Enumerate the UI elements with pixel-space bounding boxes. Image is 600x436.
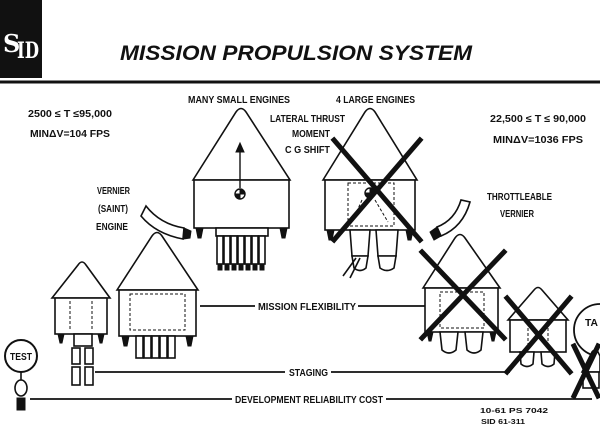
spacecraft-many-small-engines (191, 107, 292, 271)
nose-cone (506, 286, 570, 321)
engine-nozzle (121, 335, 130, 347)
engine-bell (377, 255, 397, 272)
engine-nozzle (195, 227, 204, 239)
label-engine: ENGINE (96, 222, 128, 233)
label-many-small-engines: MANY SMALL ENGINES (188, 95, 290, 106)
service-module (193, 179, 290, 229)
engine-nozzle (489, 331, 497, 342)
spacecraft-small-1 (50, 261, 112, 386)
large-engine (439, 331, 459, 354)
test-marker: TEST (4, 339, 38, 411)
logo-letter-s: S (3, 29, 20, 58)
engine-nozzle (182, 227, 192, 240)
service-module (118, 289, 197, 337)
large-engine (540, 351, 556, 368)
cut-off-label: TA (585, 318, 598, 329)
cut-off-item: TA (570, 303, 600, 400)
label-moment: MOMENT (292, 129, 330, 140)
throttleable-vernier (429, 199, 471, 241)
engine-nozzle (97, 333, 105, 344)
right-min-delta-v: MINΔV=1036 FPS (493, 135, 583, 146)
scale-label-mission-flexibility: MISSION FLEXIBILITY (258, 302, 356, 313)
company-logo: S ID (0, 0, 42, 78)
nose-cone (321, 107, 419, 181)
nose-cone (191, 107, 292, 181)
scale-label-development-reliability-cost: DEVELOPMENT RELIABILITY COST (235, 395, 383, 406)
page-title: MISSION PROPULSION SYSTEM (120, 42, 473, 65)
arrow-head-icon (235, 141, 245, 153)
label-vernier: VERNIER (97, 186, 131, 197)
test-stand-icon (14, 379, 28, 397)
spacecraft-four-large-engines (321, 107, 424, 279)
sheet-id: SID 61-311 (481, 417, 525, 426)
label-large-engines: 4 LARGE ENGINES (336, 95, 415, 106)
engine-nozzle (429, 226, 442, 241)
scale-mission-flexibility: MISSION FLEXIBILITY (200, 302, 425, 313)
nose-cone (421, 233, 502, 289)
engine-cluster (135, 335, 176, 359)
scale-label-staging: STAGING (289, 368, 328, 379)
engine-cluster (215, 227, 269, 271)
engine-nozzle (185, 335, 194, 347)
right-thrust-range: 22,500 ≤ T ≤ 90,000 (490, 114, 586, 125)
large-engine (464, 331, 484, 354)
label-cg-shift: C G SHIFT (285, 145, 330, 156)
test-label: TEST (10, 352, 32, 363)
spacecraft-5 (418, 233, 508, 354)
left-thrust-range: 2500 ≤ T ≤95,000 (28, 109, 112, 120)
label-throttleable: THROTTLEABLE (487, 192, 552, 203)
left-min-delta-v: MINΔV=104 FPS (30, 129, 110, 140)
label-throttleable-vernier: VERNIER (500, 209, 535, 220)
lateral-thrust-arrow (342, 257, 357, 277)
engine-nozzle (57, 333, 65, 344)
large-engine (349, 229, 371, 257)
engine-nozzle (279, 227, 288, 239)
logo-letters-id: ID (17, 38, 39, 64)
saint-vernier-engine (140, 204, 192, 240)
scale-staging: STAGING (95, 368, 510, 379)
label-saint: (SAINT) (98, 204, 128, 215)
service-module (54, 297, 108, 335)
cut-off-circle (573, 303, 600, 357)
large-engine (375, 229, 399, 257)
engine-cluster (73, 333, 93, 347)
document-id: 10-61 PS 7042 (480, 406, 548, 415)
nose-cone (50, 261, 112, 299)
scale-development-reliability-cost: DEVELOPMENT RELIABILITY COST (30, 395, 592, 406)
spacecraft-2 (115, 231, 200, 359)
nose-cone (115, 231, 200, 291)
spacecraft-6 (503, 286, 574, 376)
label-lateral-thrust: LATERAL THRUST (270, 114, 345, 125)
